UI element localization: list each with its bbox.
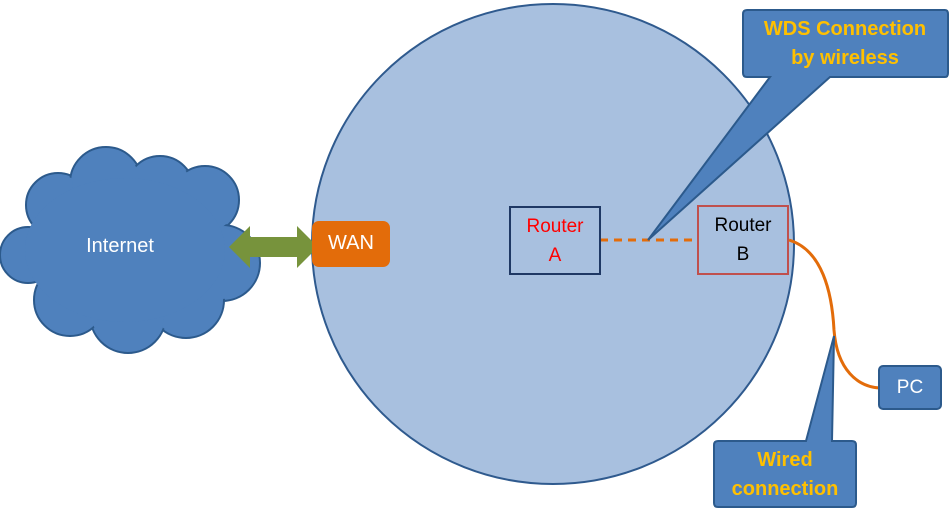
router-b bbox=[697, 205, 789, 275]
wds-callout bbox=[647, 9, 949, 241]
router-a bbox=[509, 206, 601, 275]
wired-cable bbox=[788, 238, 881, 390]
internet-wan-arrow bbox=[229, 226, 318, 268]
wan-port bbox=[312, 221, 390, 267]
wired-callout bbox=[713, 335, 857, 508]
internet-cloud bbox=[0, 146, 261, 354]
pc-node bbox=[878, 365, 942, 410]
